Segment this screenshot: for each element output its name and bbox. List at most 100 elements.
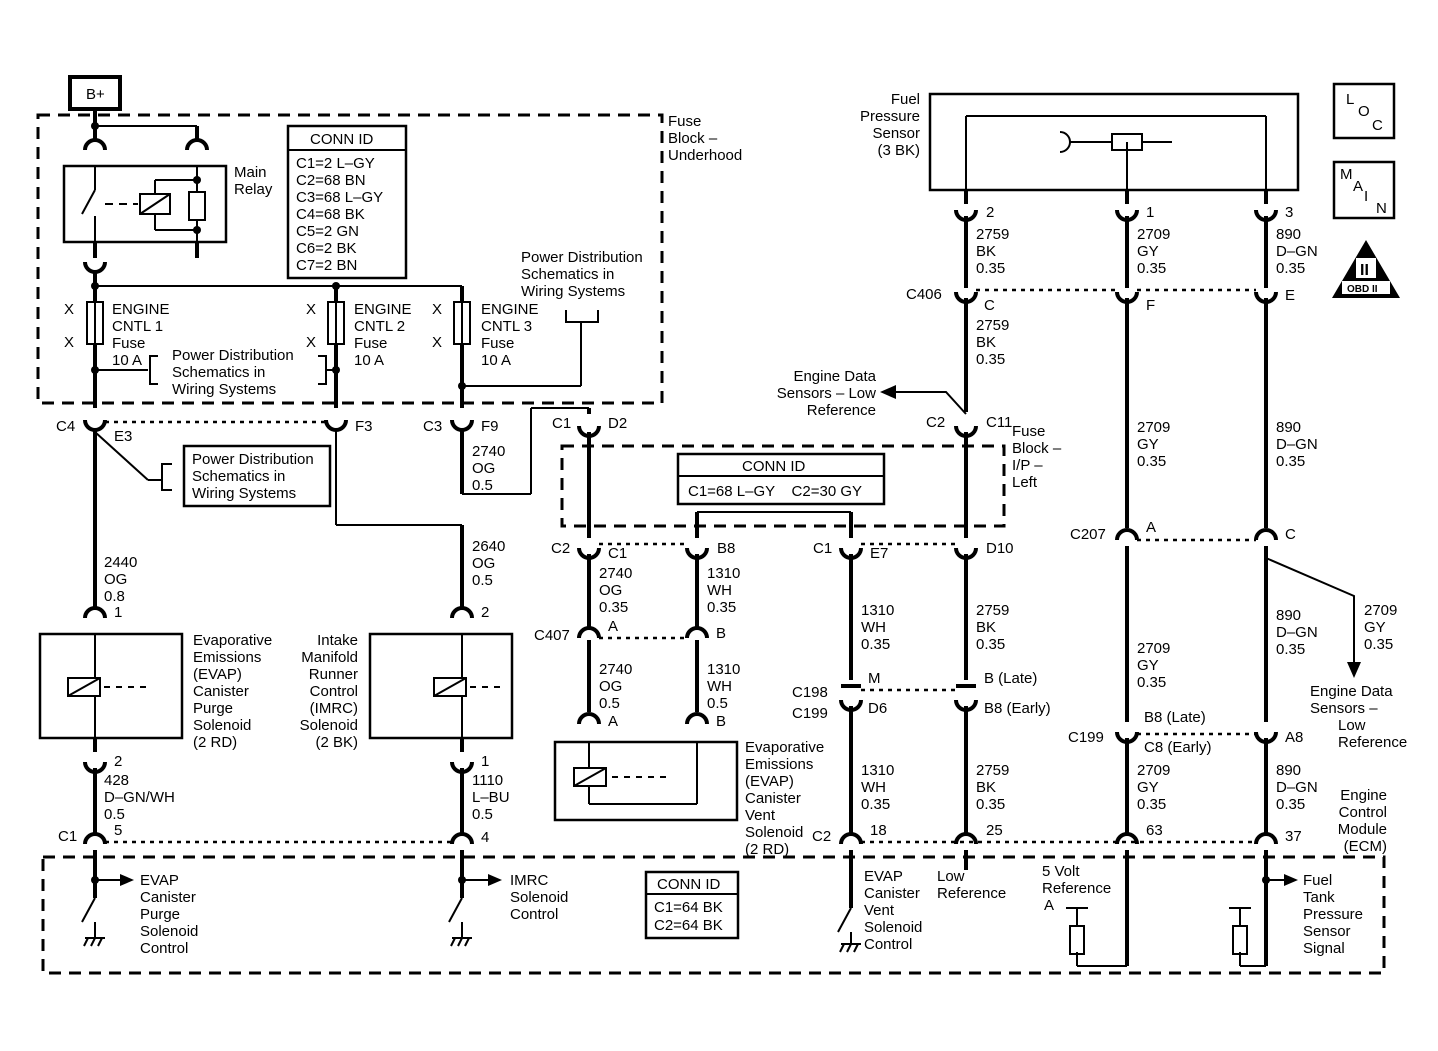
svg-text:C1: C1 (813, 540, 832, 557)
svg-text:D6: D6 (868, 700, 887, 717)
svg-text:C1=68 L–GY C2=30 GY: C1=68 L–GY C2=30 GY (688, 483, 862, 500)
svg-text:C1: C1 (58, 828, 77, 845)
svg-text:C4=68 BK: C4=68 BK (296, 206, 365, 223)
svg-text:C407: C407 (534, 627, 570, 644)
svg-text:4: 4 (481, 829, 489, 846)
svg-text:C2=68 BN: C2=68 BN (296, 172, 366, 189)
svg-text:II: II (1360, 262, 1369, 279)
svg-text:C207: C207 (1070, 526, 1106, 543)
svg-text:B (Late): B (Late) (984, 670, 1037, 687)
svg-text:E7: E7 (870, 545, 888, 562)
svg-text:C3: C3 (423, 418, 442, 435)
svg-text:C3=68 L–GY: C3=68 L–GY (296, 189, 383, 206)
obd-ii-icon: II OBD II (1332, 240, 1400, 298)
svg-text:D10: D10 (986, 540, 1014, 557)
svg-text:C4: C4 (56, 418, 75, 435)
svg-text:CONN ID: CONN ID (742, 458, 806, 475)
svg-text:C1=2 L–GY: C1=2 L–GY (296, 155, 375, 172)
svg-text:C5=2 GN: C5=2 GN (296, 223, 359, 240)
svg-text:25: 25 (986, 822, 1003, 839)
svg-text:I: I (1364, 188, 1368, 205)
svg-text:A: A (608, 713, 618, 730)
main-badge[interactable]: M A I N (1332, 160, 1396, 220)
svg-text:B8 (Early): B8 (Early) (984, 700, 1051, 717)
svg-text:B: B (716, 625, 726, 642)
svg-text:63: 63 (1146, 822, 1163, 839)
ecm-outline (41, 855, 1386, 975)
battery-label: B+ (86, 86, 105, 103)
svg-text:B8 (Late): B8 (Late) (1144, 709, 1206, 726)
svg-text:X: X (432, 334, 442, 351)
conn-id-ecm: CONN ID C1=64 BK C2=64 BK (644, 870, 740, 940)
svg-text:C199: C199 (1068, 729, 1104, 746)
svg-text:C: C (1372, 117, 1383, 134)
svg-text:A8: A8 (1285, 729, 1303, 746)
svg-text:2: 2 (986, 204, 994, 221)
svg-text:D2: D2 (608, 415, 627, 432)
svg-text:CONN ID: CONN ID (310, 131, 374, 148)
svg-text:C1: C1 (608, 545, 627, 562)
svg-text:37: 37 (1285, 828, 1302, 845)
svg-text:C2: C2 (926, 414, 945, 431)
svg-text:B: B (716, 713, 726, 730)
svg-text:F9: F9 (481, 418, 499, 435)
svg-text:3: 3 (1285, 204, 1293, 221)
loc-badge[interactable]: L O C (1332, 82, 1396, 140)
svg-text:M: M (868, 670, 881, 687)
svg-text:C2: C2 (812, 828, 831, 845)
svg-text:2: 2 (481, 604, 489, 621)
svg-text:F: F (1146, 297, 1155, 314)
svg-text:18: 18 (870, 822, 887, 839)
svg-text:L: L (1346, 91, 1354, 108)
svg-text:C198: C198 (792, 684, 828, 701)
svg-text:1: 1 (114, 604, 122, 621)
svg-text:C11: C11 (986, 414, 1012, 431)
svg-text:1: 1 (1146, 204, 1154, 221)
svg-text:M: M (1340, 166, 1353, 183)
svg-text:C: C (1285, 526, 1296, 543)
svg-text:O: O (1358, 103, 1370, 120)
svg-text:5: 5 (114, 822, 122, 839)
svg-text:E3: E3 (114, 428, 132, 445)
